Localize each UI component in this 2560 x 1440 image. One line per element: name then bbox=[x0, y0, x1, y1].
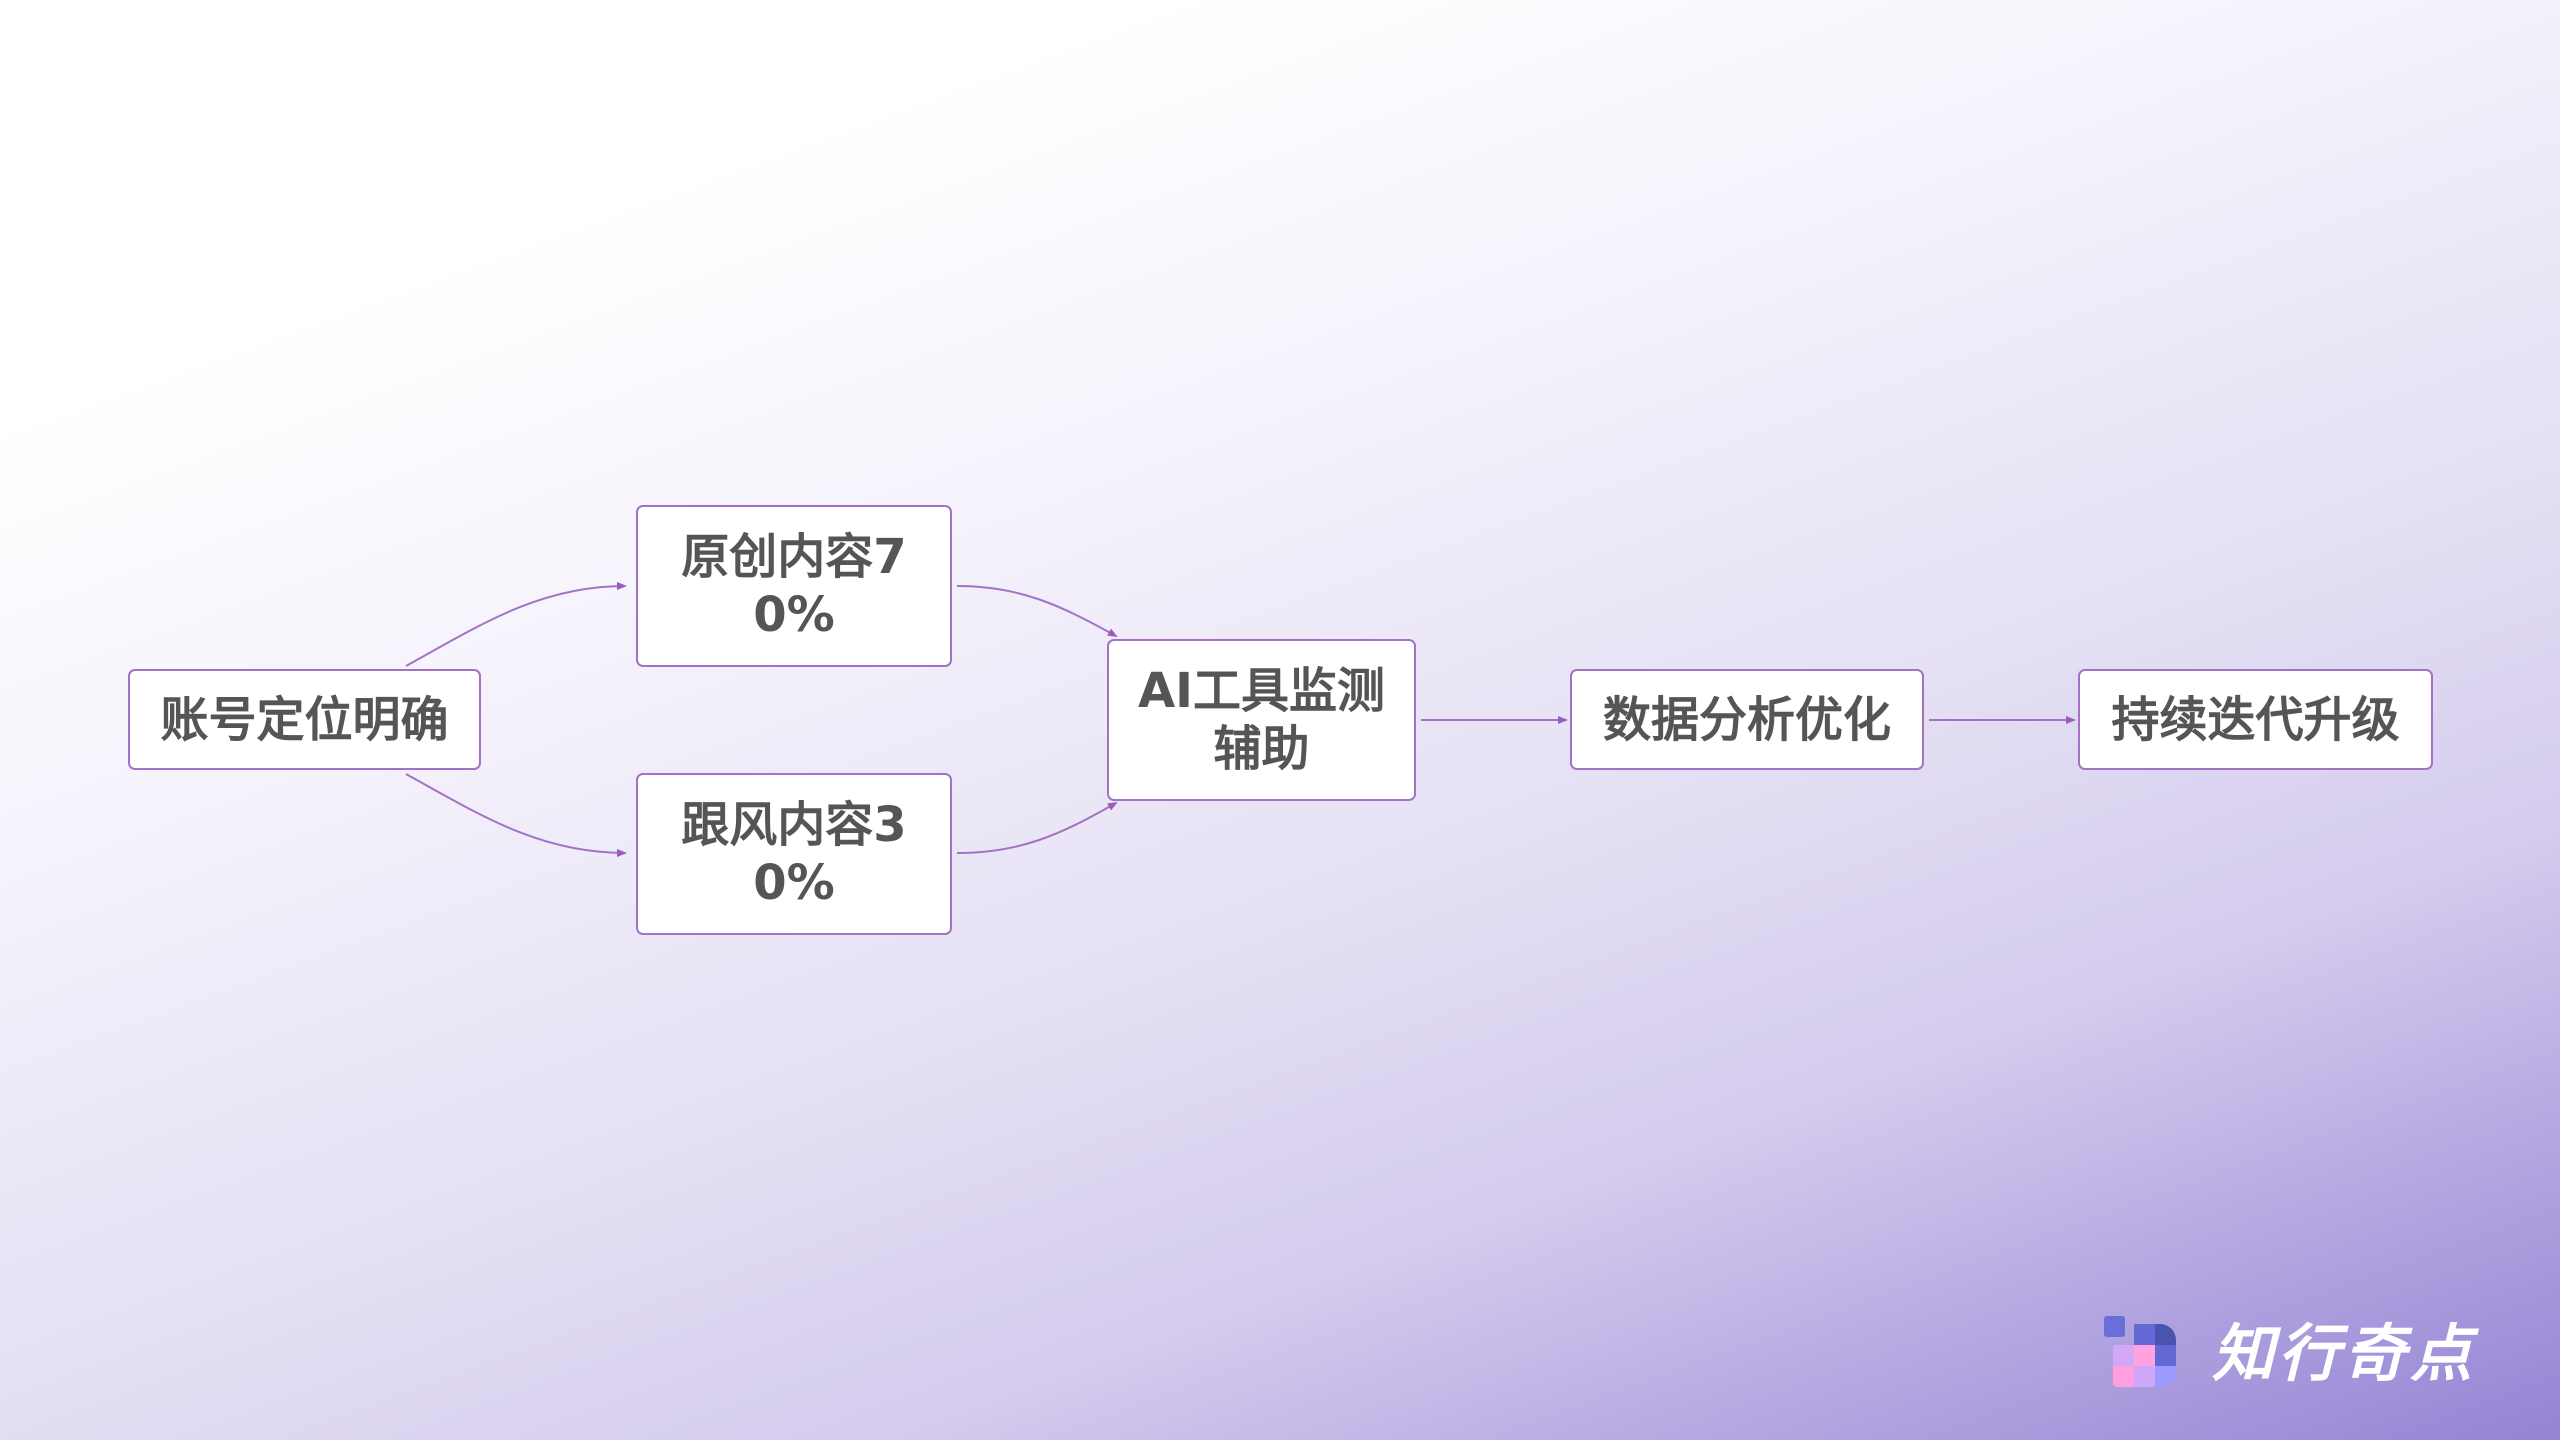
edge-account-to-original bbox=[405, 582, 627, 667]
node-label: 原创内容70% bbox=[681, 529, 907, 643]
node-label: 跟风内容30% bbox=[681, 797, 907, 911]
edge-account-to-trend bbox=[405, 773, 627, 857]
node-label: AI工具监测辅助 bbox=[1137, 663, 1385, 777]
edge-trend-to-ai bbox=[956, 802, 1118, 854]
node-original-content[interactable]: 原创内容70% bbox=[636, 505, 952, 667]
node-label: 持续迭代升级 bbox=[2111, 691, 2400, 748]
node-account-positioning[interactable]: 账号定位明确 bbox=[128, 669, 481, 770]
edge-original-to-ai bbox=[956, 585, 1118, 637]
node-data-analysis[interactable]: 数据分析优化 bbox=[1570, 669, 1924, 770]
node-trend-content[interactable]: 跟风内容30% bbox=[636, 773, 952, 935]
node-label: 数据分析优化 bbox=[1602, 691, 1891, 748]
brand-logo: 知行奇点 bbox=[2104, 1314, 2476, 1394]
node-continuous-iteration[interactable]: 持续迭代升级 bbox=[2078, 669, 2433, 770]
node-label: 账号定位明确 bbox=[160, 691, 449, 748]
pixel-grid-logo-icon bbox=[2104, 1316, 2178, 1392]
brand-name: 知行奇点 bbox=[2212, 1317, 2477, 1390]
node-ai-monitoring[interactable]: AI工具监测辅助 bbox=[1107, 639, 1416, 801]
